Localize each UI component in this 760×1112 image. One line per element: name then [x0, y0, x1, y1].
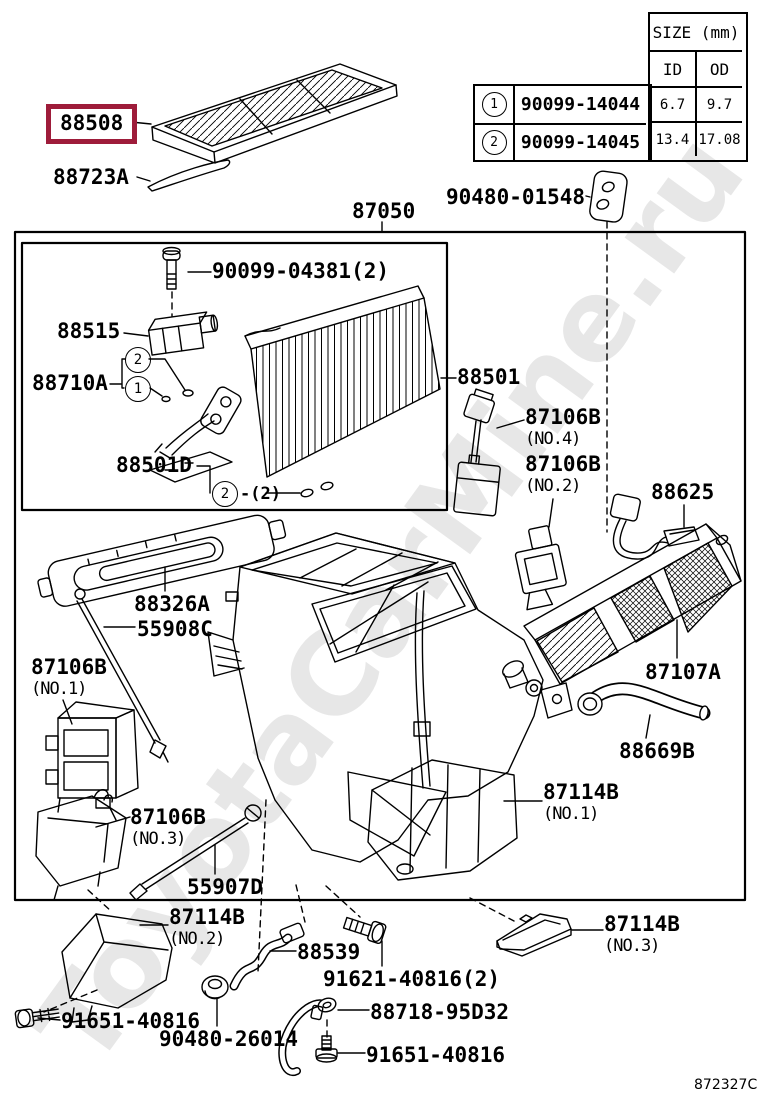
marker-badge-1: 1	[125, 376, 151, 402]
callout-88718-95d32[interactable]: 88718-95D32	[370, 1000, 510, 1024]
rod-55907d-drawing	[129, 804, 262, 901]
callout-90099-04381[interactable]: 90099-04381(2)	[212, 259, 390, 283]
case-no2-drawing	[61, 913, 173, 1023]
size-table-od-value: 9.7	[695, 86, 742, 121]
table-part-number[interactable]: 90099-14045	[513, 123, 646, 160]
servo-no3-drawing	[35, 789, 127, 901]
valve-88515-drawing	[147, 311, 219, 356]
callout-88501d[interactable]: 88501D	[116, 453, 192, 477]
callout-88539[interactable]: 88539	[297, 940, 361, 964]
grille-88326a-drawing	[37, 514, 287, 607]
callout-87106b-no4[interactable]: 87106B(NO.4)	[525, 405, 601, 449]
callout-88710a[interactable]: 88710A	[32, 371, 108, 395]
pipe-88718-drawing	[278, 997, 337, 1076]
grommet-01548-drawing	[589, 170, 628, 223]
grommet-26014-drawing	[201, 975, 229, 1000]
callout-87106b-no2[interactable]: 87106B(NO.2)	[525, 452, 601, 496]
tray-no3-drawing	[496, 913, 572, 957]
bolt-91621-drawing	[342, 916, 387, 945]
water-valve-drawing	[502, 660, 573, 719]
hose-88539-drawing	[229, 922, 305, 991]
callout-87106b-no3[interactable]: 87106B(NO.3)	[130, 805, 206, 849]
table-badge-2: 2	[481, 130, 507, 155]
assembly-87050-box	[13, 230, 747, 902]
leader-lines	[37, 121, 685, 1054]
rod-55908c-drawing	[74, 588, 169, 763]
callout-88508[interactable]: 88508	[46, 104, 138, 144]
size-table-col-od: OD	[695, 50, 742, 86]
callout-87114b-no1[interactable]: 87114B(NO.1)	[543, 780, 619, 824]
amplifier-no1-drawing	[45, 701, 139, 821]
thermistor-no4-drawing	[453, 388, 501, 517]
table-part-number[interactable]: 90099-14044	[513, 86, 646, 123]
callout-87114b-no3[interactable]: 87114B(NO.3)	[604, 912, 680, 956]
evaporator-88501-drawing	[244, 285, 441, 478]
o-rings-drawing	[300, 481, 334, 498]
callout-91621-40816[interactable]: 91621-40816(2)	[323, 967, 501, 991]
sensor-no2-drawing	[514, 525, 567, 611]
pipe-88710a-drawing	[149, 386, 242, 483]
callout-88669b[interactable]: 88669B	[619, 739, 695, 763]
size-table-od-value: 17.08	[695, 121, 742, 156]
callout-91651-40816-left[interactable]: 91651-40816	[61, 1009, 201, 1033]
callout-90480-01548[interactable]: 90480-01548	[446, 185, 586, 209]
marker-badge-2-upper: 2	[125, 347, 151, 373]
size-table-title: SIZE (mm)	[652, 22, 740, 42]
wire-88625-drawing	[609, 493, 700, 560]
size-table-id-value: 13.4	[650, 121, 695, 156]
hose-88669b-drawing	[577, 682, 711, 721]
callout-88625[interactable]: 88625	[651, 480, 715, 504]
bolt-91651-right-drawing	[315, 1035, 338, 1063]
callout-88723a[interactable]: 88723A	[53, 165, 129, 189]
table-badge-cell: 2	[475, 123, 513, 160]
quantity-note: -(2)	[240, 484, 281, 504]
cabin-filter-drawing	[151, 63, 398, 164]
callout-87114b-no2[interactable]: 87114B(NO.2)	[169, 905, 245, 949]
callout-55907d[interactable]: 55907D	[187, 875, 263, 899]
bolt-04381-drawing	[162, 246, 181, 290]
size-table-left: 1 90099-14044 2 90099-14045	[473, 84, 652, 162]
case-no1-drawing	[367, 759, 518, 881]
callout-88515[interactable]: 88515	[57, 319, 121, 343]
callout-87106b-no1[interactable]: 87106B(NO.1)	[31, 655, 107, 699]
size-table-col-id: ID	[650, 50, 695, 86]
hvac-housing-drawing	[207, 532, 544, 863]
callout-87107a[interactable]: 87107A	[645, 660, 721, 684]
callout-87050[interactable]: 87050	[352, 199, 416, 223]
callout-90480-26014[interactable]: 90480-26014	[159, 1027, 299, 1051]
callout-55908c[interactable]: 55908C	[137, 617, 213, 641]
table-badge-1: 1	[481, 92, 507, 117]
size-table-right: SIZE (mm) ID OD 6.7 9.7 13.4 17.08	[648, 12, 748, 162]
heater-core-drawing	[523, 523, 742, 685]
marker-badge-2-lower: 2	[212, 481, 238, 507]
dashed-leader-lines	[43, 221, 608, 1039]
size-table-id-value: 6.7	[650, 86, 695, 121]
drawing-code: 872327C	[694, 1077, 758, 1093]
callout-91651-40816-right[interactable]: 91651-40816	[366, 1043, 506, 1067]
callout-88326a[interactable]: 88326A	[134, 592, 210, 616]
callout-88501[interactable]: 88501	[457, 365, 521, 389]
table-badge-cell: 1	[475, 86, 513, 123]
filter-seal-drawing	[147, 159, 231, 192]
